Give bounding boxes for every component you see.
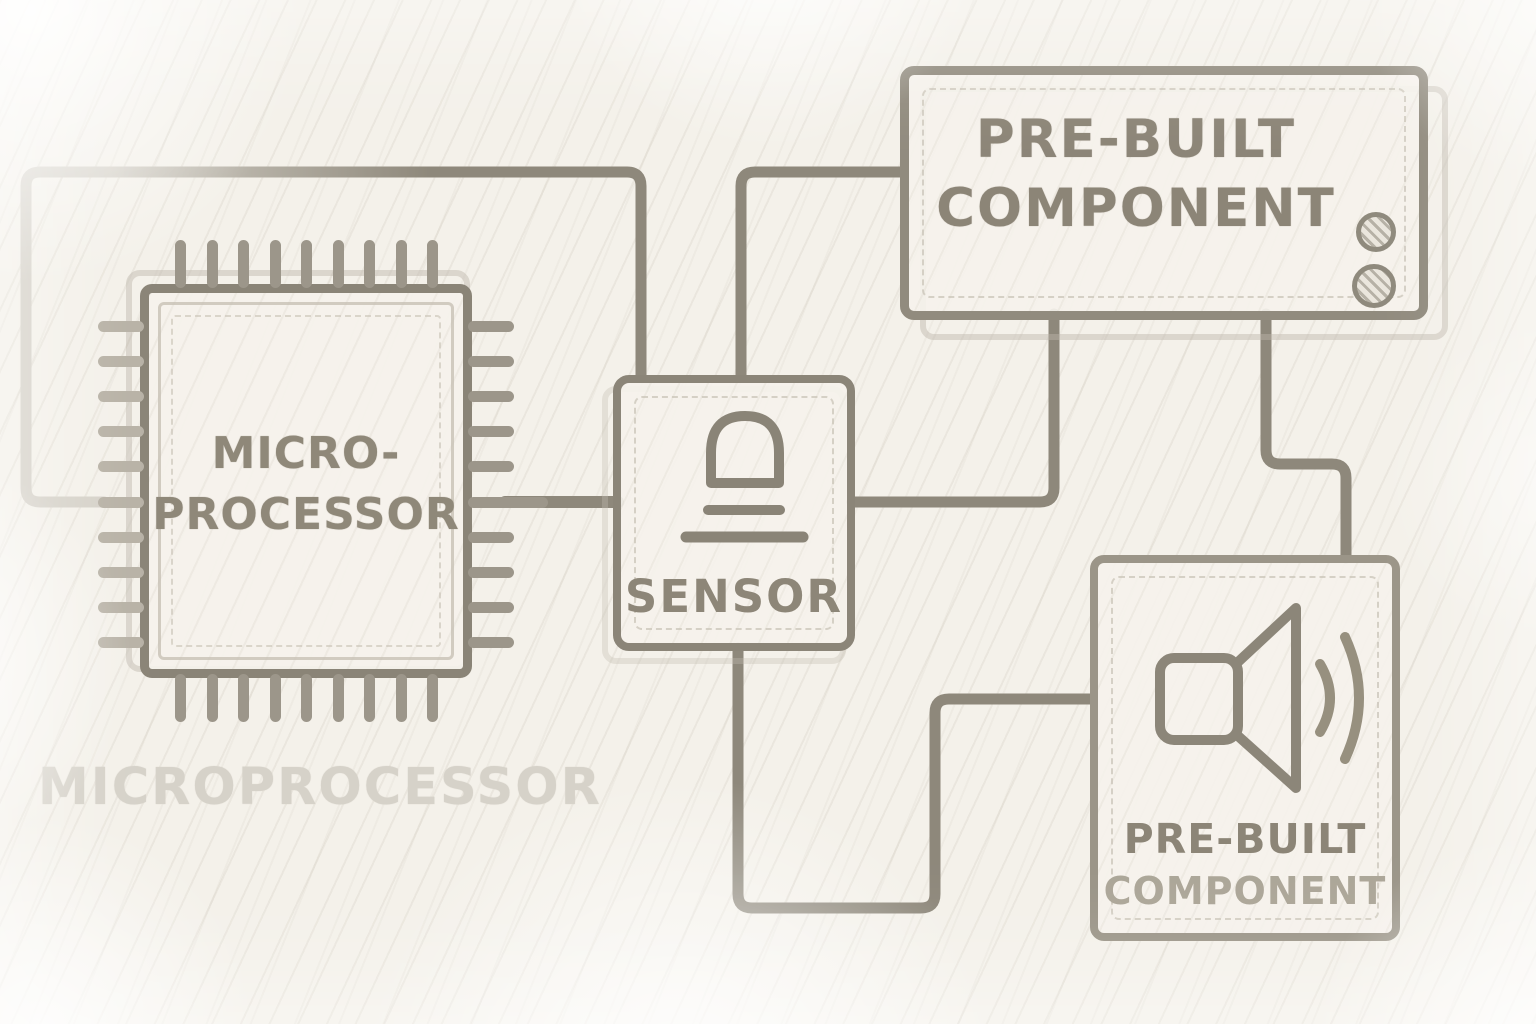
- chip-pin: [238, 674, 249, 722]
- prebuilt-bottom-label: PRE-BUILT COMPONENT: [1098, 815, 1392, 913]
- chip-pin: [175, 240, 186, 288]
- chip-pin: [396, 674, 407, 722]
- chip-pin: [468, 461, 514, 472]
- prebuilt-top-label-line2: COMPONENT: [936, 178, 1336, 239]
- chip-pin: [98, 461, 144, 472]
- wire-prebuilt-top-to-prebuilt-bottom: [1260, 308, 1352, 564]
- chip-pin: [364, 674, 375, 722]
- chip-pin: [364, 240, 375, 288]
- chip-pin: [468, 602, 514, 613]
- chip-pin: [427, 240, 438, 288]
- prebuilt-component-top-box: PRE-BUILT COMPONENT: [900, 66, 1428, 320]
- microprocessor-label-line2: PROCESSOR: [152, 489, 460, 540]
- chip-pin: [396, 240, 407, 288]
- chip-pin: [207, 674, 218, 722]
- chip-pin: [207, 240, 218, 288]
- chip-pin: [98, 497, 144, 508]
- chip-pin: [468, 532, 514, 543]
- chip-pin: [98, 391, 144, 402]
- chip-pin: [468, 391, 514, 402]
- chip-pin: [98, 637, 144, 648]
- screw-icon: [1352, 264, 1396, 308]
- microprocessor-label-line1: MICRO-: [211, 428, 401, 479]
- prebuilt-top-label: PRE-BUILT COMPONENT: [909, 109, 1363, 239]
- wire-sensor-top-to-prebuilt-top: [735, 166, 909, 383]
- chip-pin: [98, 356, 144, 367]
- microprocessor-caption: MICROPROCESSOR: [38, 758, 602, 817]
- chip-pin: [333, 240, 344, 288]
- microprocessor-label: MICRO- PROCESSOR: [149, 404, 463, 564]
- chip-pin: [175, 674, 186, 722]
- chip-pin: [270, 674, 281, 722]
- chip-pin: [98, 602, 144, 613]
- speaker-body: [1155, 653, 1243, 745]
- chip-pin: [270, 240, 281, 288]
- chip-pin: [468, 426, 514, 437]
- chip-pin: [98, 532, 144, 543]
- chip-pin: [468, 497, 548, 508]
- sensor-label: SENSOR: [624, 570, 844, 623]
- chip-pin: [301, 674, 312, 722]
- prebuilt-component-bottom-box: PRE-BUILT COMPONENT: [1090, 555, 1400, 941]
- chip-pin: [98, 567, 144, 578]
- chip-pin: [98, 321, 144, 332]
- screw-icon: [1356, 212, 1396, 252]
- chip-pin: [98, 426, 144, 437]
- sound-wave-small: [1315, 659, 1335, 737]
- speaker-horn: [1234, 603, 1301, 793]
- prebuilt-top-label-line1: PRE-BUILT: [975, 109, 1297, 170]
- wire-sensor-bottom-to-prebuilt-bottom: [732, 642, 1098, 914]
- prebuilt-bottom-label-line1: PRE-BUILT: [1123, 815, 1367, 863]
- chip-pin: [468, 356, 514, 367]
- chip-pin: [468, 567, 514, 578]
- chip-pin: [333, 674, 344, 722]
- chip-pin: [427, 674, 438, 722]
- sensor-box: SENSOR: [613, 375, 855, 651]
- chip-pin: [238, 240, 249, 288]
- chip-pin: [301, 240, 312, 288]
- chip-pin: [468, 637, 514, 648]
- prebuilt-bottom-label-line2: COMPONENT: [1103, 869, 1387, 913]
- wire-sensor-right-to-prebuilt-top: [846, 308, 1060, 508]
- sound-wave-large: [1340, 632, 1364, 764]
- chip-pin: [468, 321, 514, 332]
